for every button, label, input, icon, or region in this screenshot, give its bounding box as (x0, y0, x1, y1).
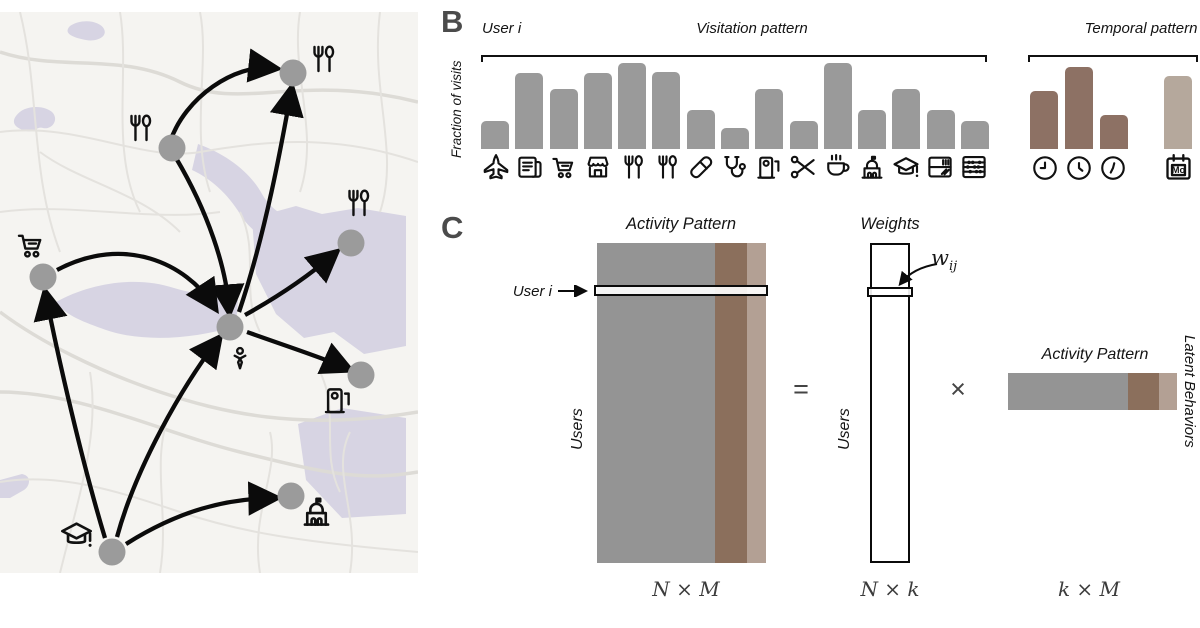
node-shopping-west (29, 263, 57, 291)
abacus-icon (959, 152, 989, 182)
activity-pattern-title-2: Activity Pattern (1041, 346, 1149, 363)
node-church-southeast (277, 482, 305, 510)
panel-c-label: C (441, 210, 464, 245)
coffee-icon (822, 152, 852, 182)
panel-b-label: B (441, 4, 464, 39)
airplane-icon (481, 152, 511, 182)
times-sign: × (950, 374, 966, 404)
edge-n2-n1 (167, 48, 283, 143)
dim-k-by-m: k × M (1057, 577, 1121, 601)
clock-icon (1064, 153, 1094, 183)
activity-pattern-title: Activity Pattern (625, 215, 737, 233)
trip-arrows (33, 48, 356, 546)
temporal-bracket (1028, 55, 1198, 62)
clock-icon (1030, 153, 1060, 183)
stethoscope-icon (720, 152, 750, 182)
bar-graduation-cap (892, 88, 921, 149)
map-nodes (29, 59, 375, 566)
bar-stethoscope (720, 127, 749, 149)
dim-n-by-k: N × k (860, 577, 920, 601)
clock-icon (1098, 153, 1128, 183)
bar-clock-1 (1030, 91, 1058, 149)
node-restaurant-northwest (158, 134, 186, 162)
bar-clock-2 (1065, 67, 1093, 149)
shopping-cart-icon (549, 152, 579, 182)
node-work-center (216, 313, 244, 341)
bar-airplane (481, 121, 509, 149)
user-i-label-b: User i (482, 20, 522, 37)
node-graduation-south (98, 538, 126, 566)
bar-calendar-monday (1164, 76, 1192, 149)
activity-matrix (597, 243, 766, 563)
matrix-taupe-stripe (747, 243, 766, 563)
bar-church (858, 109, 887, 149)
edge-n7-n5 (114, 332, 224, 538)
bar-clock-3 (1100, 114, 1128, 149)
bar-restaurant-2 (652, 71, 681, 149)
weights-title: Weights (860, 215, 920, 233)
city-map (0, 12, 418, 573)
user-i-label-c: User i (512, 283, 552, 300)
shelf-icon (925, 152, 955, 182)
bar-scissors (789, 121, 818, 149)
temporal-bar-chart-hours (1030, 56, 1128, 149)
temporal-bar-chart-day (1164, 56, 1192, 149)
scissors-icon (788, 152, 818, 182)
node-restaurant-north (279, 59, 307, 87)
edge-n4-n5 (55, 251, 219, 314)
bar-shelf (926, 109, 955, 149)
church-icon (857, 152, 887, 182)
edge-n2-n5 (174, 156, 245, 319)
bar-abacus (960, 121, 989, 149)
venue-icon-row (481, 152, 989, 182)
weight-cell-highlight (867, 287, 913, 297)
eraser-icon (686, 152, 716, 182)
bar-eraser (686, 109, 715, 149)
user-i-arrow (558, 285, 588, 297)
bar-shopping-cart (549, 88, 578, 149)
equals-sign: = (793, 374, 809, 404)
weight-ij-subscript: ij (948, 259, 958, 275)
latent-gray-block (1008, 373, 1128, 410)
fuel-pump-icon (754, 152, 784, 182)
temporal-pattern-title: Temporal pattern (1084, 20, 1198, 37)
calendar-monday-label: Mo (1172, 165, 1186, 175)
visitation-bar-chart (481, 56, 989, 149)
latent-brown-stripe (1128, 373, 1159, 410)
wij-pointer-arrow (898, 263, 938, 287)
restaurant-icon (652, 152, 682, 182)
edge-n7-n4 (33, 285, 108, 539)
node-fuel-southeast (347, 361, 375, 389)
bar-newspaper (515, 72, 544, 149)
latent-behaviors-label: Latent Behaviors (1181, 334, 1198, 448)
latent-taupe-stripe (1159, 373, 1177, 410)
newspaper-icon (515, 152, 545, 182)
users-axis-label: Users (569, 408, 586, 450)
storefront-icon (583, 152, 613, 182)
calendar-monday-icon: Mo (1162, 151, 1195, 184)
edge-n5-n1 (236, 81, 304, 313)
node-restaurant-east (337, 229, 365, 257)
edge-n5-n6 (246, 329, 356, 374)
user-row-highlight (594, 285, 768, 296)
edge-n5-n3 (243, 248, 342, 317)
users-axis-label-2: Users (836, 408, 853, 450)
bar-storefront (583, 72, 612, 149)
dim-n-by-m: N × M (652, 577, 720, 601)
bar-coffee (823, 62, 852, 149)
visitation-bracket (481, 55, 987, 62)
graduation-cap-icon (891, 152, 921, 182)
y-axis-label: Fraction of visits (449, 60, 464, 158)
visitation-pattern-title: Visitation pattern (696, 20, 808, 37)
restaurant-icon (618, 152, 648, 182)
bar-fuel-pump (755, 88, 784, 149)
latent-behavior-matrix (1008, 373, 1177, 410)
matrix-gray-block (597, 243, 715, 563)
edge-n7-n8 (124, 481, 283, 546)
clock-icon-row (1030, 153, 1128, 183)
bar-restaurant (618, 63, 647, 149)
matrix-brown-stripe (715, 243, 747, 563)
